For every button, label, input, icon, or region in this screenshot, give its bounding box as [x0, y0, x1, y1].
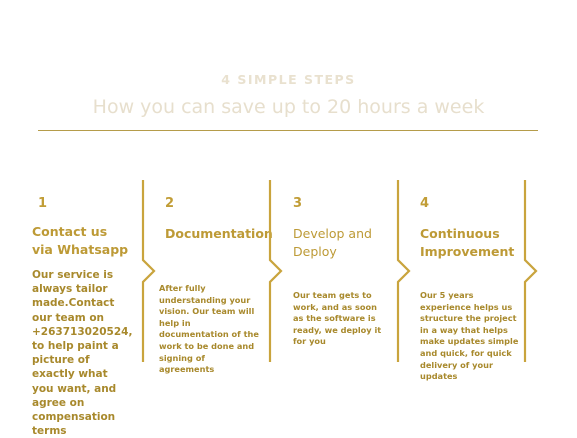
steps-eyebrow: 4 SIMPLE STEPS: [221, 72, 356, 87]
step-1-number: 1: [38, 196, 48, 211]
step-2-number: 2: [165, 196, 175, 211]
step-4-description: Our 5 years experience helps us structur…: [420, 290, 519, 382]
step-3-description: Our team gets to work, and as soon as th…: [293, 290, 382, 347]
chevron-divider-3: [396, 180, 412, 362]
chevron-right-icon: [268, 180, 283, 362]
step-1-title: Contact us via Whatsapp: [32, 224, 129, 257]
steps-headline: How you can save up to 20 hours a week: [92, 96, 485, 118]
step-1-description: Our service is always tailor made.Contac…: [32, 269, 133, 438]
chevron-divider-4: [523, 180, 539, 362]
step-4-title: Continuous Improvement: [420, 226, 515, 259]
chevron-right-icon: [141, 180, 156, 362]
step-3-title: Develop and Deploy: [293, 226, 372, 259]
chevron-divider-1: [141, 180, 157, 362]
step-3-number: 3: [293, 196, 303, 211]
chevron-divider-2: [268, 180, 284, 362]
step-4-number: 4: [420, 196, 430, 211]
chevron-right-icon: [523, 180, 538, 362]
step-2-description: After fully understanding your vision. O…: [159, 283, 259, 375]
header-rule: [38, 130, 538, 131]
step-2-title: Documentation: [165, 226, 273, 241]
chevron-right-icon: [396, 180, 411, 362]
